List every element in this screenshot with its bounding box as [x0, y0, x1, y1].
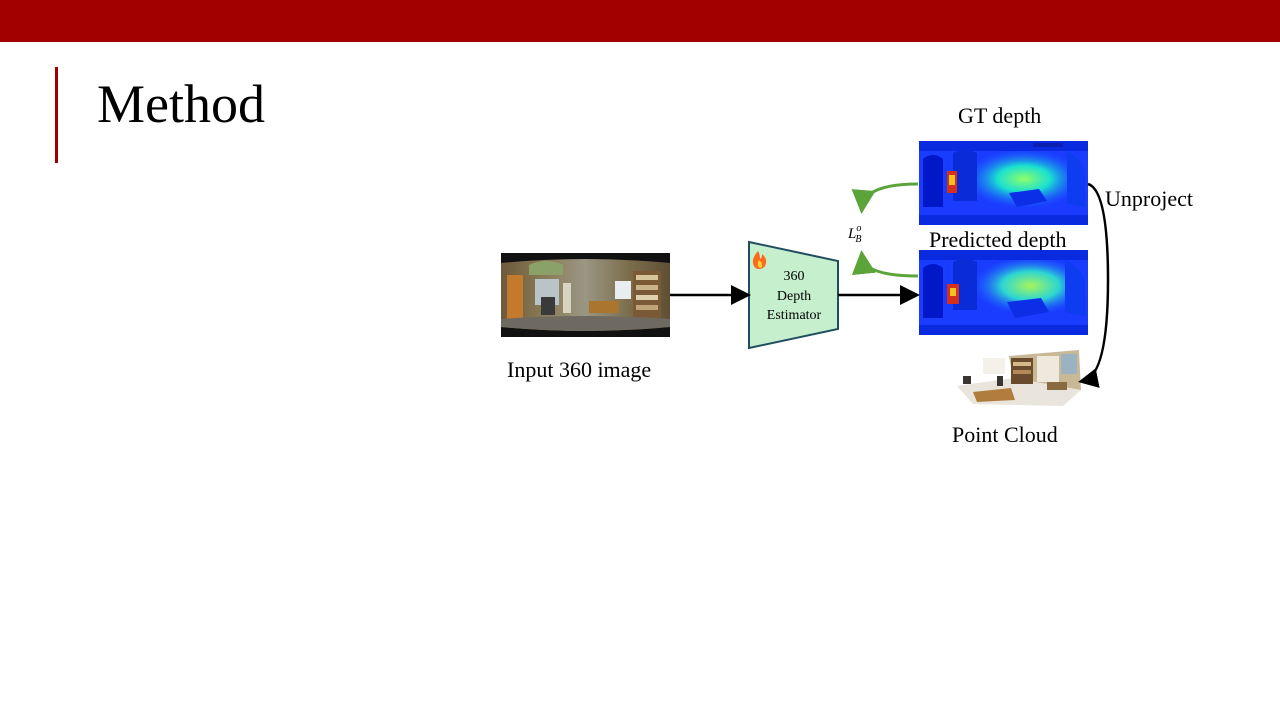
input-360-image [501, 253, 670, 337]
estimator-line-2: Depth [776, 288, 812, 304]
arrow-unproject [1078, 182, 1110, 388]
predicted-depth-label: Predicted depth [929, 227, 1067, 252]
arrow-gt-to-loss [851, 182, 919, 214]
estimator-line-1: 360 [783, 269, 805, 284]
depth-estimator-label: 360 Depth Estimator [752, 267, 836, 326]
arrow-pred-to-loss [851, 250, 919, 278]
loss-label: LoB [848, 221, 861, 249]
slide-title: Method [97, 74, 265, 134]
header-bar [0, 0, 1280, 42]
unproject-label: Unproject [1105, 186, 1193, 211]
estimator-line-3: Estimator [766, 308, 822, 323]
title-accent-line [55, 67, 58, 163]
gt-depth-label: GT depth [958, 103, 1042, 128]
point-cloud-label: Point Cloud [952, 422, 1058, 447]
loss-base: L [848, 226, 857, 242]
point-cloud-render [953, 348, 1083, 408]
gt-depth-map [919, 141, 1088, 225]
predicted-depth-map [919, 250, 1088, 335]
loss-subscript: B [855, 234, 862, 245]
input-image-label: Input 360 image [507, 357, 652, 382]
fire-icon [752, 251, 767, 269]
depth-estimator-shape [748, 240, 839, 350]
loss-superscript: o [856, 223, 862, 234]
